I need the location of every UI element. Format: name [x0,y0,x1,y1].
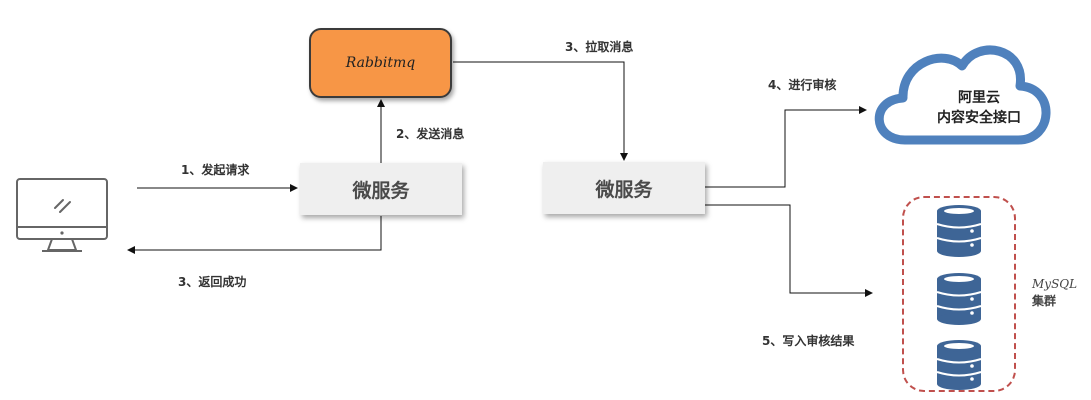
rabbitmq-node: Rabbitmq [309,28,452,98]
computer-monitor-icon [16,178,108,252]
edge-label-write-result: 5、写入审核结果 [762,334,855,348]
mysql-cluster-boundary [902,196,1016,392]
edge-write-result [705,204,873,297]
edge-pull-msg [453,61,628,161]
microservice-node-2: 微服务 [543,162,705,214]
edge-return-ok [127,216,382,254]
database-icon [936,273,982,325]
edge-label-request: 1、发起请求 [181,163,250,177]
edge-label-send-msg: 2、发送消息 [396,127,465,141]
mysql-cluster-label: MySQL 集群 [1032,276,1077,310]
edge-review [705,106,867,188]
cloud-label-line1: 阿里云 [958,90,1000,106]
edge-label-review: 4、进行审核 [768,78,837,92]
mysql-label-line2: 集群 [1032,294,1057,308]
database-icon [936,205,982,257]
mysql-label-line1: MySQL [1032,277,1078,291]
cloud-icon [874,45,1051,145]
edge-label-pull-msg: 3、拉取消息 [565,40,634,54]
cloud-label-line2: 内容安全接口 [937,110,1021,126]
edge-label-return-ok: 3、返回成功 [178,275,247,289]
microservice-node-1: 微服务 [300,163,462,215]
database-icon [936,340,982,390]
cloud-label: 阿里云 内容安全接口 [922,88,1036,128]
